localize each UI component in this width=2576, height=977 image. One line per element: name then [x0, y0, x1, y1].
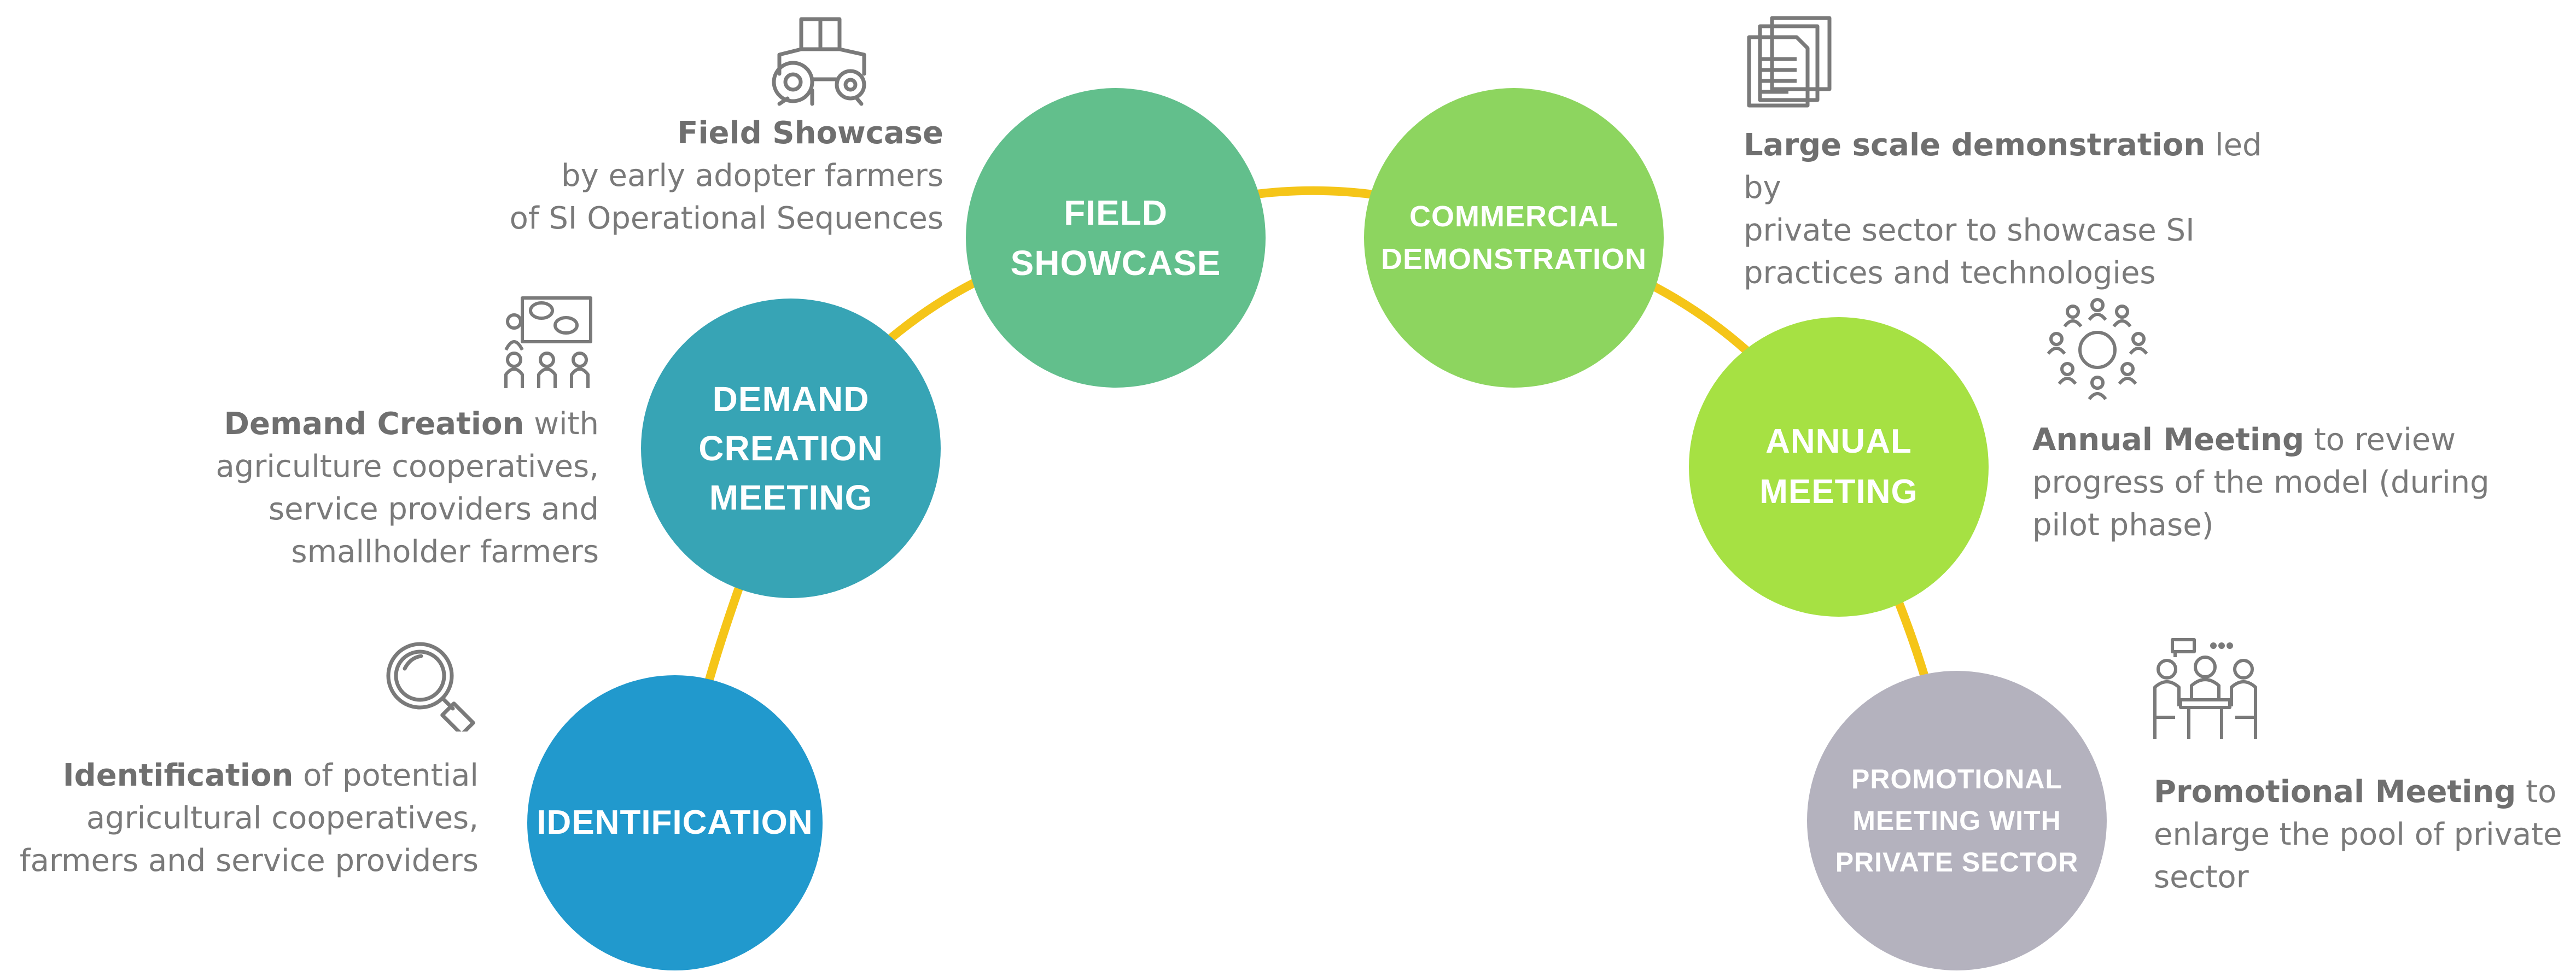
presentation-meeting-icon — [503, 295, 596, 391]
description-line: agricultural cooperatives, — [86, 800, 479, 836]
circle-label-line: SHOWCASE — [1010, 243, 1221, 283]
description-line: by early adopter farmers — [561, 158, 943, 194]
magnifier-icon — [383, 639, 484, 732]
circle-label-line: MEETING WITH — [1852, 805, 2061, 836]
round-table-icon — [2043, 295, 2152, 405]
description-heading: Annual Meeting — [2032, 422, 2305, 458]
demand-creation-description: Demand Creation with agriculture coopera… — [107, 403, 599, 574]
description-line: progress of the model (during — [2032, 465, 2490, 500]
documents-icon — [1745, 15, 1835, 108]
commercial-demonstration-circle: COMMERCIAL DEMONSTRATION — [1364, 88, 1664, 388]
identification-description: Identification of potential agricultural… — [0, 754, 479, 882]
circle-label-line: CREATION — [698, 429, 883, 468]
circle-label-line: FIELD — [1064, 193, 1168, 232]
commercial-demonstration-description: Large scale demonstration led by private… — [1744, 124, 2291, 295]
circle-label-line: ANNUAL — [1765, 423, 1912, 460]
description-line: agriculture cooperatives, — [215, 449, 599, 484]
description-line: service providers and — [268, 492, 599, 527]
identification-circle: IDENTIFICATION — [527, 675, 823, 970]
description-line: enlarge the pool of private — [2154, 817, 2562, 852]
description-line: practices and technologies — [1744, 255, 2156, 291]
description-heading: Large scale demonstration — [1744, 127, 2206, 163]
field-showcase-description: Field Showcase by early adopter farmers … — [451, 112, 943, 240]
description-heading: Promotional Meeting — [2154, 774, 2516, 810]
promotional-meeting-circle: PROMOTIONAL MEETING WITH PRIVATE SECTOR — [1807, 671, 2107, 970]
description-line: of SI Operational Sequences — [509, 201, 943, 236]
demand-creation-circle: DEMAND CREATION MEETING — [641, 299, 941, 598]
circle-label-line: DEMONSTRATION — [1381, 243, 1647, 276]
annual-meeting-circle: ANNUAL MEETING — [1689, 317, 1989, 617]
description-line: pilot phase) — [2032, 507, 2214, 543]
description-heading: Identification — [62, 758, 294, 793]
promotional-meeting-description: Promotional Meeting to enlarge the pool … — [2154, 771, 2569, 899]
description-line: private sector to showcase SI — [1744, 213, 2195, 248]
description-line: farmers and service providers — [19, 843, 479, 879]
circle-label-line: PRIVATE SECTOR — [1835, 847, 2079, 877]
circle-label-line: IDENTIFICATION — [537, 804, 813, 841]
description-heading: Field Showcase — [677, 115, 943, 151]
business-meeting-icon — [2150, 635, 2260, 742]
description-line: sector — [2154, 859, 2249, 895]
field-showcase-circle: FIELD SHOWCASE — [966, 88, 1266, 388]
circle-label-line: DEMAND — [712, 379, 870, 419]
circle-label-line: COMMERCIAL — [1409, 200, 1618, 233]
circle-label-line: MEETING — [1759, 473, 1918, 511]
circle-label-line: MEETING — [709, 478, 873, 517]
description-line: smallholder farmers — [291, 534, 599, 570]
circle-label-line: PROMOTIONAL — [1851, 764, 2062, 794]
annual-meeting-description: Annual Meeting to review progress of the… — [2032, 419, 2525, 547]
description-heading: Demand Creation — [224, 406, 524, 442]
tractor-icon — [768, 14, 872, 109]
